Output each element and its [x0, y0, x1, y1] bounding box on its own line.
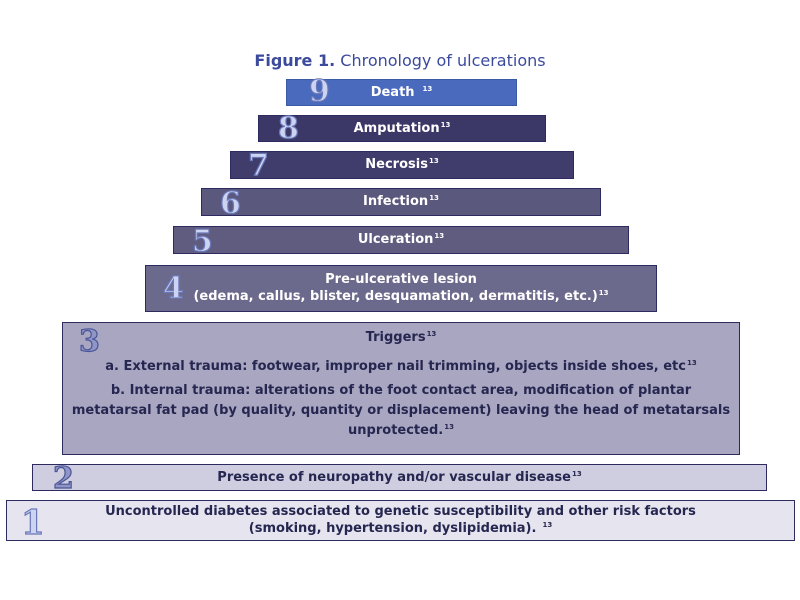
citation-marker: 13	[428, 156, 439, 165]
figure-label: Figure 1.	[254, 51, 336, 70]
citation-marker: 13	[422, 84, 433, 93]
trigger-internal-trauma-line-1: b. Internal trauma: alterations of the f…	[110, 383, 692, 398]
step-1-diabetes: 1 Uncontrolled diabetes associated to ge…	[6, 500, 795, 541]
step-7-necrosis: 7 Necrosis13	[230, 148, 574, 183]
step-label-infection: Infection	[363, 194, 429, 209]
step-2-neuropathy: 2 Presence of neuropathy and/or vascular…	[32, 461, 767, 496]
step-number-3: 3	[78, 324, 100, 359]
trigger-internal-trauma-line-3: unprotected.	[348, 423, 444, 438]
step-label-ulceration: Ulceration	[357, 232, 434, 247]
step-label-triggers: Triggers	[365, 330, 426, 345]
step-number-9: 9	[308, 74, 330, 109]
step-number-7: 7	[247, 148, 269, 183]
step-label-neuropathy: Presence of neuropathy and/or vascular d…	[217, 470, 571, 485]
step-5-ulceration: 5 Ulceration13	[173, 224, 629, 259]
citation-marker: 13	[444, 422, 454, 431]
trigger-internal-trauma-line-2: metatarsal fat pad (by quality, quantity…	[71, 403, 731, 418]
step-number-8: 8	[277, 111, 299, 146]
trigger-external-trauma: a. External trauma: footwear, improper n…	[105, 359, 686, 374]
citation-marker: 13	[429, 193, 439, 202]
step-detail-diabetes: (smoking, hypertension, dyslipidemia).	[248, 521, 537, 536]
step-label-amputation: Amputation	[353, 121, 440, 136]
step-4-pre-ulcerative-lesion: 4 Pre-ulcerative lesion (edema, callus, …	[145, 265, 657, 312]
step-number-2: 2	[52, 461, 74, 496]
step-label-diabetes: Uncontrolled diabetes associated to gene…	[105, 504, 696, 519]
step-3-triggers: 3 Triggers13 a. External trauma: footwea…	[62, 322, 740, 455]
step-9-death: 9 Death 13	[286, 74, 517, 109]
citation-marker: 13	[598, 288, 609, 297]
citation-marker: 13	[571, 469, 582, 478]
citation-marker: 13	[426, 329, 437, 338]
citation-marker: 13	[434, 231, 445, 240]
step-label-pre-ulcerative-lesion: Pre-ulcerative lesion	[325, 272, 477, 287]
step-number-4: 4	[162, 271, 184, 306]
step-6-infection: 6 Infection13	[201, 186, 601, 221]
step-label-death: Death	[370, 85, 415, 100]
step-number-6: 6	[219, 186, 241, 221]
step-detail-pre-ulcerative-lesion: (edema, callus, blister, desquamation, d…	[193, 289, 598, 304]
figure-title-text: Chronology of ulcerations	[340, 51, 546, 70]
step-number-1: 1	[20, 503, 45, 543]
step-label-necrosis: Necrosis	[365, 157, 428, 172]
citation-marker: 13	[686, 358, 697, 367]
step-number-5: 5	[191, 224, 213, 259]
citation-marker: 13	[542, 520, 553, 529]
figure-title: Figure 1. Chronology of ulcerations	[0, 51, 800, 70]
step-8-amputation: 8 Amputation13	[258, 111, 546, 146]
citation-marker: 13	[440, 120, 451, 129]
